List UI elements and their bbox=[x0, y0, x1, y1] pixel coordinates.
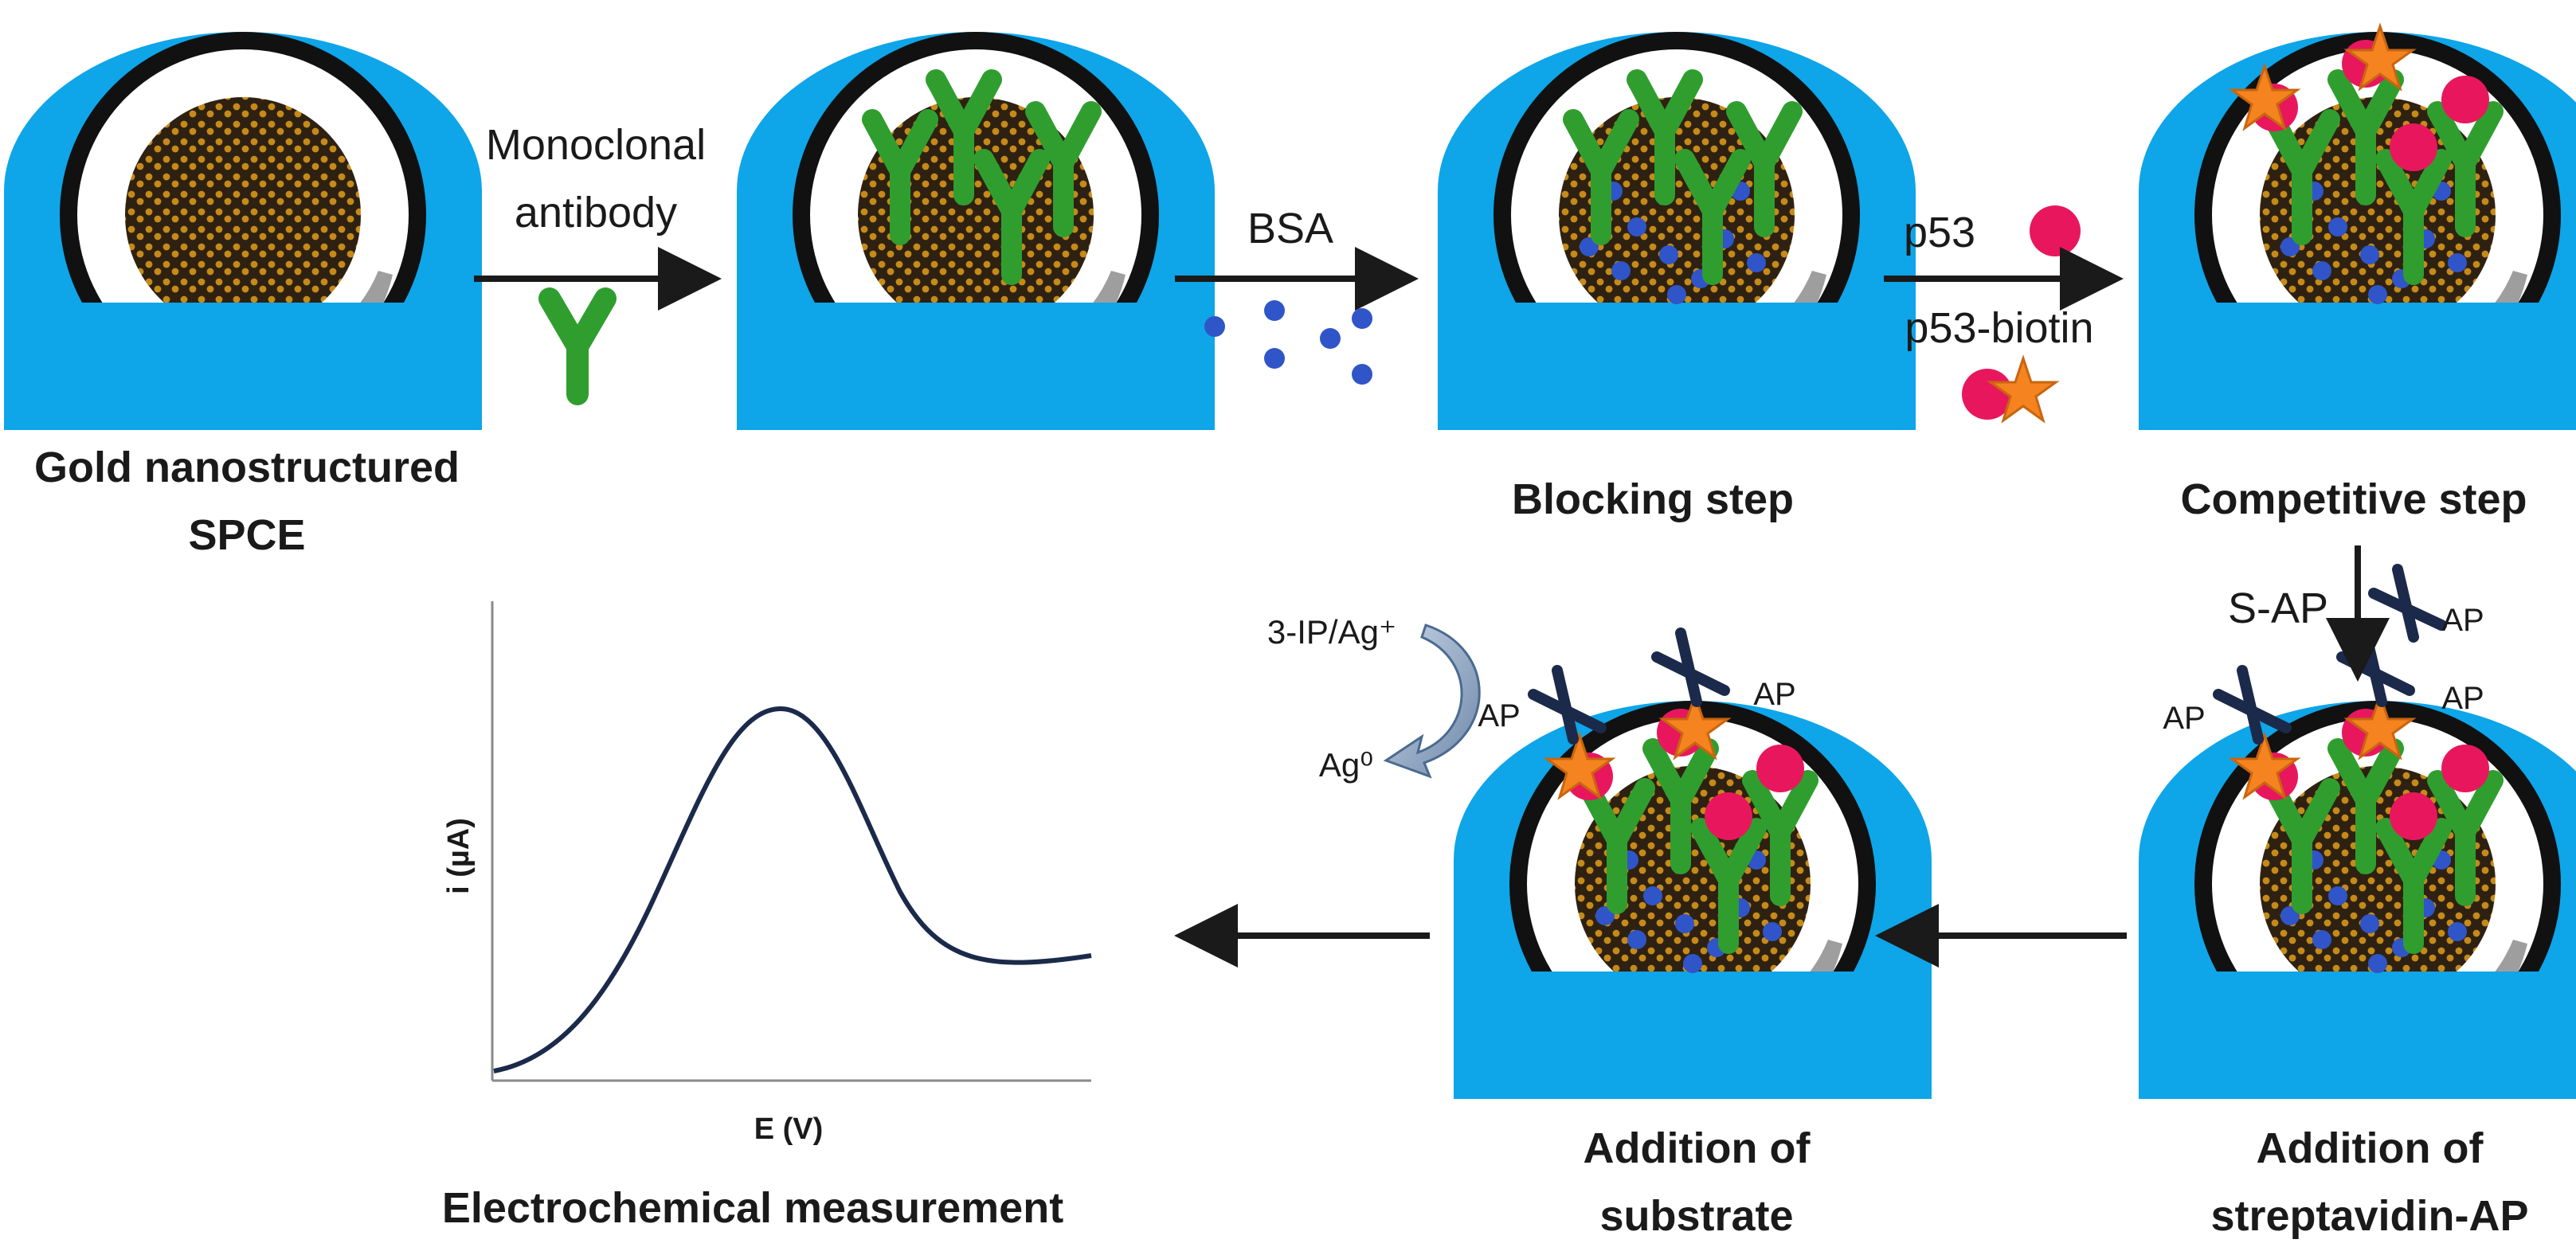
voltammogram-curve bbox=[493, 706, 1092, 1073]
stage-label-strep-1: Addition of bbox=[2257, 1124, 2484, 1172]
arrow-label-bsa: BSA bbox=[1247, 205, 1333, 252]
plot-ylabel: i (µA) bbox=[442, 818, 476, 894]
p53-protein-icon bbox=[2030, 205, 2081, 256]
stage-label-gold-spce-1: Gold nanostructured bbox=[34, 444, 460, 491]
arrow-label-p53-biotin: p53-biotin bbox=[1905, 304, 2093, 352]
ap-label-sap-1: AP bbox=[2441, 603, 2484, 638]
bsa-dot-icon bbox=[1204, 300, 1372, 385]
arrow-label-antibody-1: Monoclonal bbox=[486, 121, 706, 169]
electrode-competitive bbox=[2139, 22, 2576, 430]
electrode-streptavidin bbox=[2139, 628, 2576, 1099]
electrode-gold-spce bbox=[4, 32, 482, 430]
stage-label-substrate-2: substrate bbox=[1599, 1192, 1793, 1240]
streptavidin-ap-cross-icon bbox=[2368, 564, 2447, 643]
electrode-antibody bbox=[737, 32, 1215, 430]
ap-label-strep-left: AP bbox=[2163, 701, 2205, 736]
plot-xlabel: E (V) bbox=[754, 1112, 824, 1146]
y-antibody-icon bbox=[538, 287, 617, 405]
ap-label-substrate-left: AP bbox=[1478, 698, 1520, 733]
reaction-curl-arrow bbox=[1383, 624, 1481, 779]
reaction-product: Ag⁰ bbox=[1319, 746, 1373, 784]
stage-label-gold-spce-2: SPCE bbox=[188, 511, 305, 559]
ap-label-sap-2: AP bbox=[2441, 681, 2484, 716]
stage-label-substrate-1: Addition of bbox=[1584, 1124, 1811, 1172]
reaction-reactant: 3-IP/Ag⁺ bbox=[1267, 613, 1396, 651]
ap-label-substrate-right: AP bbox=[1753, 677, 1795, 712]
stage-label-blocking: Blocking step bbox=[1512, 475, 1794, 523]
arrow-label-antibody-2: antibody bbox=[515, 189, 677, 237]
arrow-label-p53: p53 bbox=[1904, 209, 1975, 256]
electrode-substrate bbox=[1454, 628, 1932, 1099]
stage-label-competitive: Competitive step bbox=[2180, 475, 2527, 523]
stage-label-strep-2: streptavidin-AP bbox=[2210, 1192, 2528, 1240]
arrow-label-sap: S-AP bbox=[2228, 584, 2328, 632]
electrode-blocking bbox=[1438, 32, 1916, 430]
voltammogram bbox=[491, 601, 1092, 1082]
stage-label-measurement: Electrochemical measurement bbox=[442, 1184, 1063, 1232]
biotin-star-icon bbox=[1962, 354, 2060, 424]
